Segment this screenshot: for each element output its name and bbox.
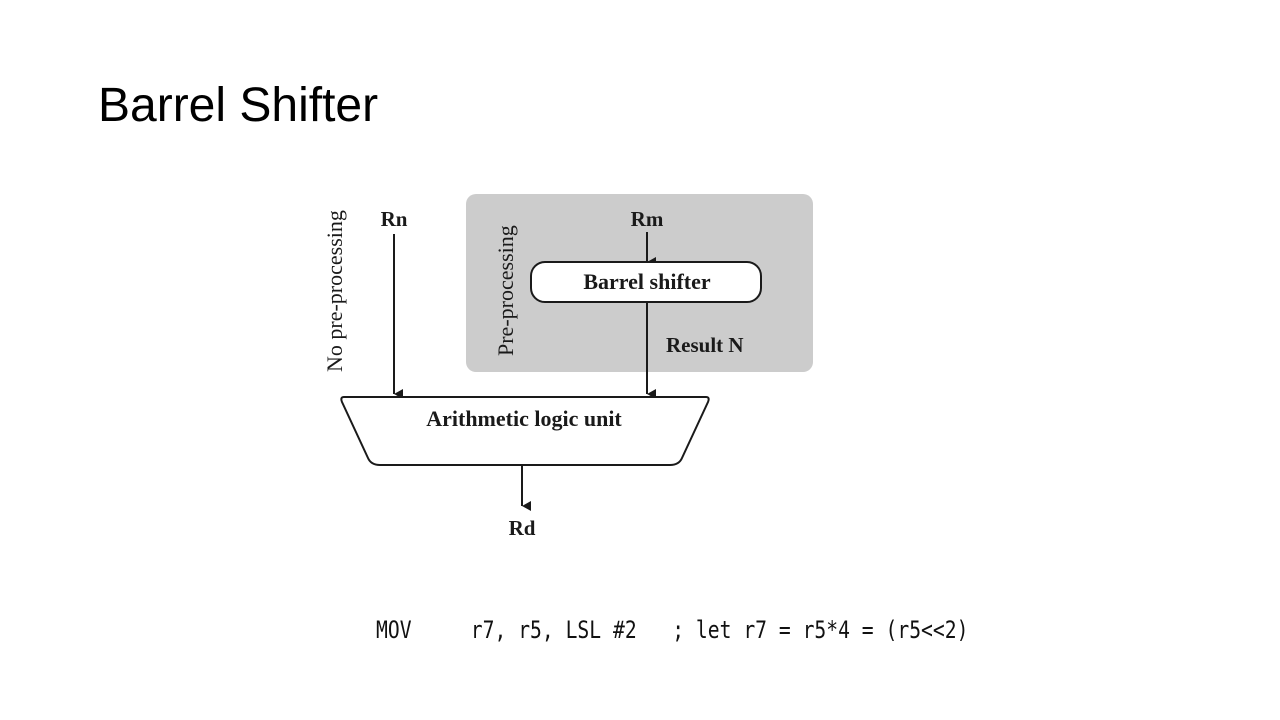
rm-label: Rm [631,207,664,231]
rd-label: Rd [509,516,536,540]
code-gap-1 [412,616,471,644]
no-preprocessing-label: No pre-processing [322,210,347,372]
code-comment: ; let r7 = r5*4 = (r5<<2) [672,616,969,644]
code-operands: r7, r5, LSL #2 [470,616,637,644]
code-mnemonic: MOV [376,616,412,644]
rn-label: Rn [381,207,408,231]
slide-title: Barrel Shifter [98,79,379,132]
alu-label: Arithmetic logic unit [426,406,622,431]
barrel-shifter-label: Barrel shifter [583,269,711,294]
preprocessing-label: Pre-processing [493,225,518,356]
code-example: MOV r7, r5, LSL #2 ; let r7 = r5*4 = (r5… [376,612,968,648]
code-gap-2 [637,616,673,644]
result-n-label: Result N [666,333,744,357]
alu-box [340,396,710,466]
